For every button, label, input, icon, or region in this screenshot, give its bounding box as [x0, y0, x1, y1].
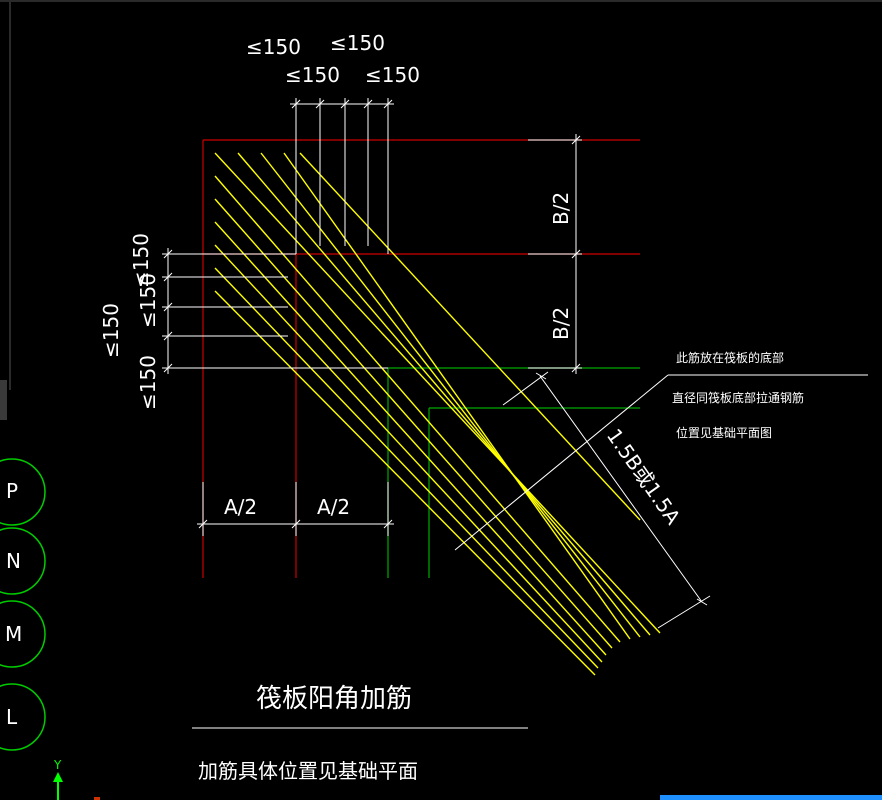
side-button-l[interactable]: L: [0, 683, 46, 751]
dim-label-left-3: ≤150: [99, 303, 123, 358]
dim-tick: [291, 99, 301, 109]
dim-label-top-left-1: ≤150: [246, 35, 301, 59]
side-button-ring: [0, 683, 46, 751]
leader-diagonal: [454, 374, 669, 551]
rebar-line: [214, 290, 596, 676]
dim-tick: [571, 363, 581, 373]
dim-tick: [571, 249, 581, 259]
dim-label-top-left-2: ≤150: [285, 63, 340, 87]
status-marker: [94, 797, 100, 800]
left-scroll-handle[interactable]: [0, 380, 7, 420]
side-button-ring: [0, 458, 46, 526]
rebar-line: [283, 152, 631, 640]
b-dimension-lines: [528, 134, 582, 374]
dim-label-top-right-2: ≤150: [365, 63, 420, 87]
rebar-line: [214, 152, 661, 634]
dim-label-left-1: ≤150: [129, 233, 153, 288]
dim-tick: [198, 519, 208, 529]
dim-tick: [163, 363, 173, 373]
top-dimension-lines: [290, 98, 394, 254]
dim-label-left-2: ≤150: [136, 273, 160, 328]
rebar-line: [214, 198, 613, 649]
dim-tick: [163, 302, 173, 312]
side-button-label: P: [6, 479, 18, 503]
dim-tick: [163, 249, 173, 259]
note-leader: [454, 374, 868, 551]
rebar-line: [214, 244, 603, 663]
dim-label-b-half-2: B/2: [549, 307, 573, 340]
rebar-line: [237, 152, 651, 636]
drawing-title: 筏板阳角加筋: [256, 684, 412, 714]
dim-label-a-half-2: A/2: [317, 495, 350, 519]
dim-tick: [163, 272, 173, 282]
dim-label-top-right-1: ≤150: [330, 31, 385, 55]
dim-line-diag: [539, 375, 703, 603]
dim-tick: [340, 99, 350, 109]
dim-label-a-half-1: A/2: [224, 495, 257, 519]
side-button-n[interactable]: N: [0, 527, 46, 595]
side-button-label: M: [5, 622, 22, 646]
side-button-label: N: [6, 549, 21, 573]
rebar-line: [299, 152, 641, 521]
status-bar-accent: [660, 795, 882, 800]
dim-tick: [163, 331, 173, 341]
dim-tick: [291, 519, 301, 529]
rebar-line: [214, 175, 621, 643]
dim-tick: [383, 99, 393, 109]
note-line-2: 直径同筏板底部拉通钢筋: [672, 390, 804, 405]
rebar-line: [260, 152, 641, 638]
dim-tick: [363, 99, 373, 109]
ucs-axis-icon: Y: [53, 758, 63, 800]
dim-tick: [696, 598, 708, 606]
dim-label-left-4: ≤150: [136, 355, 160, 410]
dim-ext-line: [657, 595, 711, 629]
rebar-line: [214, 221, 607, 656]
a-dimension-lines: [197, 482, 394, 536]
side-button-p[interactable]: P: [0, 458, 46, 526]
left-dimension-lines: [162, 248, 388, 374]
axis-y-arrow: [53, 772, 63, 782]
corner-rebars: [214, 152, 661, 676]
drawing-subtitle: 加筋具体位置见基础平面: [198, 759, 418, 783]
axis-y-label: Y: [53, 758, 62, 772]
dim-tick: [383, 519, 393, 529]
note-line-1: 此筋放在筏板的底部: [676, 350, 784, 365]
side-button-ring: [0, 600, 46, 668]
dim-tick: [571, 135, 581, 145]
dim-label-diagonal: 1.5B或1.5A: [602, 424, 686, 529]
dim-tick: [535, 372, 547, 380]
dim-tick: [315, 99, 325, 109]
rebar-line: [214, 267, 599, 669]
side-button-m[interactable]: M: [0, 600, 46, 668]
note-line-3: 位置见基础平面图: [676, 425, 772, 440]
diagonal-dimension-lines: [502, 371, 711, 629]
side-button-ring: [0, 527, 46, 595]
dim-label-b-half-1: B/2: [549, 192, 573, 225]
side-button-label: L: [6, 705, 18, 729]
